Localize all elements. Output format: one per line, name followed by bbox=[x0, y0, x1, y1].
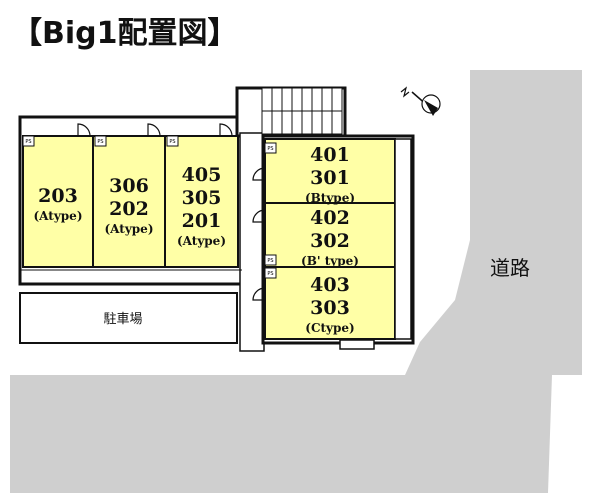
ps-box bbox=[264, 142, 277, 154]
door-swing-icon bbox=[252, 209, 266, 223]
stair-steps bbox=[261, 87, 343, 135]
ps-box bbox=[264, 267, 277, 279]
door-swing-icon bbox=[147, 123, 161, 137]
parking-area bbox=[19, 292, 238, 344]
unit-403-label: 403 303 (Ctype) bbox=[305, 274, 355, 335]
ps-box bbox=[94, 135, 107, 147]
unit-405-area bbox=[164, 135, 239, 268]
corridor bbox=[239, 132, 265, 352]
ps-box bbox=[22, 135, 35, 147]
svg-text:PS: PS bbox=[169, 139, 175, 145]
unit-306-area bbox=[92, 135, 166, 268]
unit-401-area bbox=[264, 138, 396, 204]
road-label: 道路 bbox=[490, 256, 530, 280]
door-swing-icon bbox=[252, 167, 266, 181]
door-swing-icon bbox=[219, 123, 233, 137]
parking-label: 駐車場 bbox=[103, 312, 142, 327]
unit-203-label: 203 (Atype) bbox=[33, 185, 83, 223]
unit-402-label: 402 302 (B' type) bbox=[301, 207, 359, 268]
svg-text:PS: PS bbox=[25, 139, 31, 145]
ps-box bbox=[264, 254, 277, 266]
svg-text:PS: PS bbox=[267, 271, 273, 277]
svg-text:PS: PS bbox=[97, 139, 103, 145]
page-title: 【Big1配置図】 bbox=[12, 16, 238, 51]
unit-403-area bbox=[264, 266, 396, 340]
unit-306-label: 306 202 (Atype) bbox=[104, 175, 154, 236]
unit-401-label: 401 301 (Btype) bbox=[304, 144, 356, 205]
door-swing-icon bbox=[252, 287, 266, 301]
door-swing-icon bbox=[77, 123, 91, 137]
svg-text:PS: PS bbox=[267, 146, 273, 152]
ps-box bbox=[166, 135, 179, 147]
road bbox=[10, 70, 582, 493]
entrance-step bbox=[339, 339, 375, 350]
unit-405-label: 405 305 201 (Atype) bbox=[177, 164, 226, 248]
north-arrow-icon bbox=[400, 86, 441, 116]
balcony bbox=[394, 138, 412, 340]
unit-203-area bbox=[22, 135, 94, 268]
svg-text:PS: PS bbox=[267, 258, 273, 264]
